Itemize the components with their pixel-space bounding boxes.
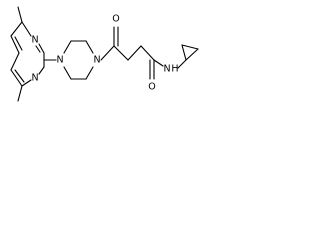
bond-cyclopropyl-2 xyxy=(181,44,199,50)
bond-n-carbonyl xyxy=(100,45,115,61)
bond-cyclopropyl-3 xyxy=(185,48,199,61)
bond-ch2-amide xyxy=(140,45,155,61)
atom-n-piperazine-right: N xyxy=(93,55,100,66)
bond-pip-3 xyxy=(85,40,94,54)
bond-c1-c2 xyxy=(10,52,20,71)
atom-o-amide: O xyxy=(148,82,155,93)
bond-n1-c5 xyxy=(21,21,32,37)
pyrimidine-ring xyxy=(10,21,45,87)
bond-pip-1 xyxy=(63,40,72,54)
methyl-top-bond xyxy=(17,6,23,23)
bond-c6-c1-double xyxy=(14,36,23,51)
bond-pip-6 xyxy=(63,66,72,80)
bond-amide-n xyxy=(153,59,164,67)
atom-o-ketone: O xyxy=(112,14,119,25)
atom-n-piperazine-left: N xyxy=(56,55,63,66)
bond-c6-c1 xyxy=(10,35,20,54)
bond-c2-c3-double xyxy=(14,69,25,83)
bond-pip-4 xyxy=(85,66,94,80)
piperazine-ring xyxy=(63,40,94,80)
bond-n-cyclopropyl xyxy=(177,59,187,69)
bond-c3-n3 xyxy=(21,79,32,87)
bond-c4-n1-double xyxy=(35,45,41,53)
bond-ch2-ch2 xyxy=(127,45,142,61)
atom-n-amide: N xyxy=(163,64,170,75)
bond-c5-c6 xyxy=(10,21,23,37)
atom-h-amide: H xyxy=(171,64,178,75)
bond-c4-n1 xyxy=(38,43,45,54)
atom-n-pyrimidine-top: N xyxy=(31,35,38,46)
bond-carbonyl-ch2 xyxy=(113,45,129,61)
atom-n-pyrimidine-bottom: N xyxy=(31,73,38,84)
chemical-structure-diagram: N N N N O O N H xyxy=(10,6,199,102)
bond-cyclopropyl-1 xyxy=(181,44,187,61)
bond-n3-c4 xyxy=(38,66,45,75)
methyl-bottom-bond xyxy=(17,85,23,102)
bond-c2-c3 xyxy=(10,69,23,87)
